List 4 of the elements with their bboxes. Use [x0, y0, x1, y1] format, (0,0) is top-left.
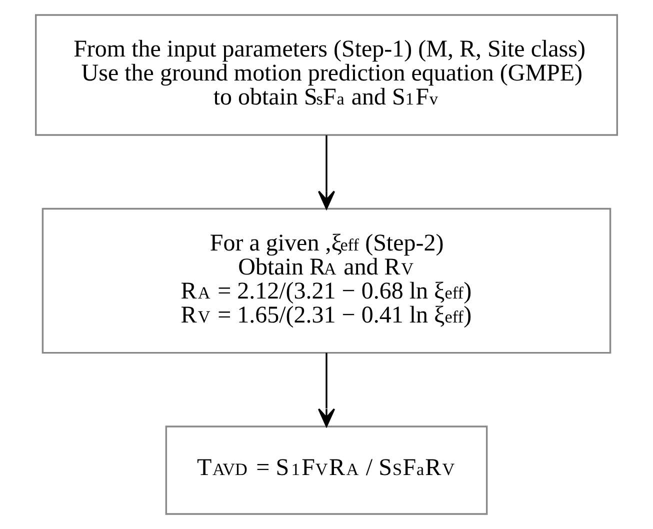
- arrow: [318, 135, 336, 210]
- node-box: From the input parameters (Step-1) (M, R, Site class) Use the ground motion prediction equation (GMPE) to obtain SsFa and S1Fv: [35, 14, 618, 136]
- arrow: [318, 352, 336, 428]
- node-box: For a given ,ξeff (Step-2) Obtain RA and RV RA = 2.12/(3.21 − 0.68 ln ξeff) RV = 1.65/(2.31 − 0.41 ln ξeff): [42, 208, 612, 354]
